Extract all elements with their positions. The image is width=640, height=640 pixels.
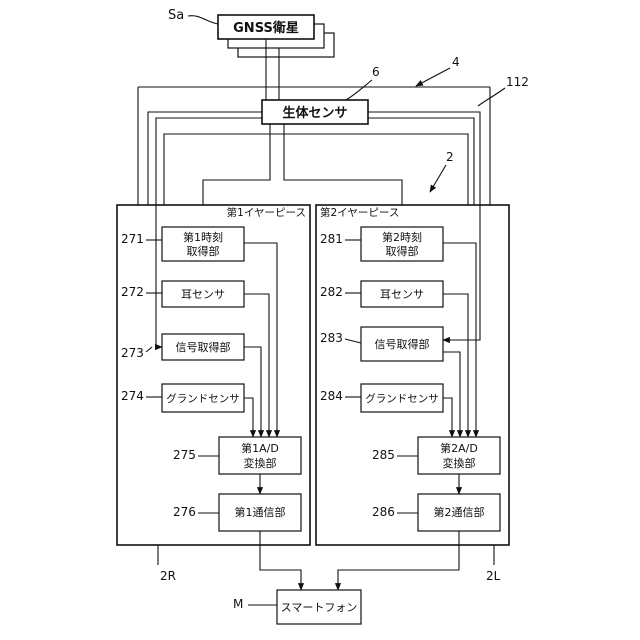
svg-text:取得部: 取得部 (386, 244, 419, 258)
block-272: 耳センサ (162, 281, 244, 307)
ref-2r: 2R (160, 569, 176, 583)
block-286: 第2通信部 (418, 494, 500, 531)
leader-4 (416, 68, 450, 86)
svg-text:グランドセンサ: グランドセンサ (365, 392, 439, 405)
block-281: 第2時刻 取得部 (361, 227, 443, 261)
svg-text:取得部: 取得部 (187, 244, 220, 258)
earpiece-first-title: 第1イヤーピース (227, 206, 306, 219)
leader-6 (346, 80, 372, 100)
ref-4: 4 (452, 55, 460, 69)
svg-text:第1A/D: 第1A/D (241, 441, 279, 455)
leader-112 (478, 88, 505, 106)
gnss-satellite-label: GNSS衛星 (233, 20, 299, 36)
svg-text:第1通信部: 第1通信部 (235, 505, 286, 519)
ref-273: 273 (121, 346, 144, 360)
svg-text:グランドセンサ: グランドセンサ (166, 392, 240, 405)
ref-281: 281 (320, 232, 343, 246)
svg-text:信号取得部: 信号取得部 (176, 340, 231, 354)
leader-sa (188, 16, 218, 24)
gnss-satellite: GNSS衛星 (218, 15, 334, 57)
biosensor-label: 生体センサ (282, 105, 347, 121)
ref-271: 271 (121, 232, 144, 246)
ref-276: 276 (173, 505, 196, 519)
biosensor-block: 生体センサ (262, 100, 368, 124)
svg-text:変換部: 変換部 (443, 456, 476, 470)
block-276: 第1通信部 (219, 494, 301, 531)
leader-2 (430, 165, 446, 192)
ref-285: 285 (372, 448, 395, 462)
block-271: 第1時刻 取得部 (162, 227, 244, 261)
block-274: グランドセンサ (162, 384, 244, 412)
block-282: 耳センサ (361, 281, 443, 307)
block-283: 信号取得部 (361, 327, 443, 361)
ref-2l: 2L (486, 569, 501, 583)
svg-text:耳センサ: 耳センサ (181, 288, 225, 301)
block-285: 第2A/D 変換部 (418, 437, 500, 474)
block-275: 第1A/D 変換部 (219, 437, 301, 474)
earpiece-second-title: 第2イヤーピース (320, 206, 399, 219)
block-273: 信号取得部 (162, 334, 244, 360)
smartphone-label: スマートフォン (281, 601, 358, 614)
svg-text:第2時刻: 第2時刻 (382, 230, 422, 244)
block-284: グランドセンサ (361, 384, 443, 412)
svg-text:第1時刻: 第1時刻 (183, 230, 223, 244)
ref-274: 274 (121, 389, 144, 403)
ref-284: 284 (320, 389, 343, 403)
svg-text:第2通信部: 第2通信部 (434, 505, 485, 519)
ref-6: 6 (372, 65, 380, 79)
svg-text:信号取得部: 信号取得部 (375, 337, 430, 351)
ref-2: 2 (446, 150, 454, 164)
ref-286: 286 (372, 505, 395, 519)
ref-m: M (233, 597, 243, 611)
ref-272: 272 (121, 285, 144, 299)
ref-282: 282 (320, 285, 343, 299)
smartphone-block: スマートフォン (277, 590, 361, 624)
ref-112: 112 (506, 75, 529, 89)
ref-283: 283 (320, 331, 343, 345)
ref-sa: Sa (168, 8, 184, 23)
svg-text:第2A/D: 第2A/D (440, 441, 478, 455)
svg-text:耳センサ: 耳センサ (380, 288, 424, 301)
svg-text:変換部: 変換部 (244, 456, 277, 470)
ref-275: 275 (173, 448, 196, 462)
